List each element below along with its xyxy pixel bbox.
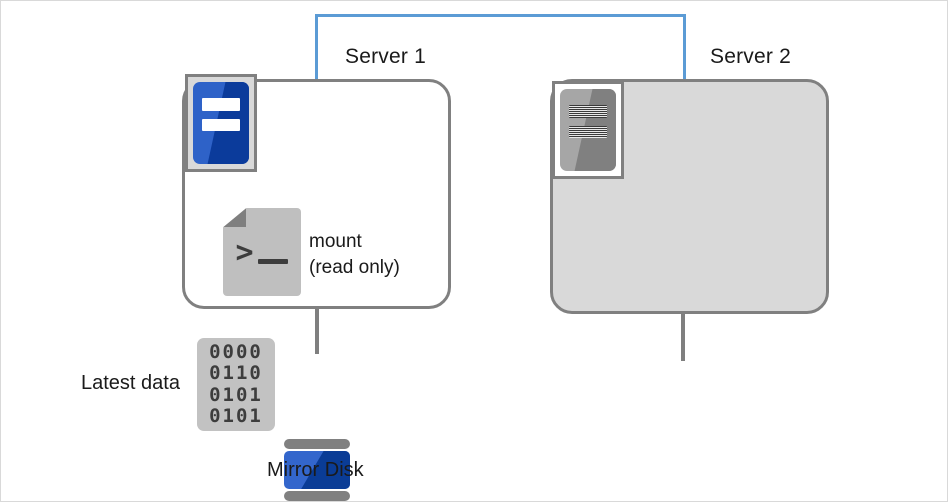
interconnect-link-top <box>315 14 686 17</box>
disk-cap-2 <box>284 491 350 501</box>
server-2-badge <box>552 81 624 179</box>
server-icon-disabled-bar-1 <box>568 105 608 118</box>
latest-data-block: 0000 0110 0101 0101 <box>197 338 275 431</box>
disk-cap-1 <box>284 439 350 449</box>
data-row: 0101 <box>209 404 263 427</box>
prompt-underscore <box>258 259 288 265</box>
server-2-title: Server 2 <box>710 45 791 68</box>
mount-label: mount (read only) <box>309 229 400 280</box>
server-1-disk-connector <box>315 309 319 354</box>
interconnect-link-right <box>683 14 686 81</box>
data-row: 0101 <box>209 383 263 406</box>
server-1-badge <box>185 74 257 172</box>
server-icon-disabled-bar-2 <box>568 125 608 139</box>
data-row: 0110 <box>209 362 263 385</box>
prompt-caret: > <box>235 234 254 270</box>
terminal-document-icon: > <box>223 208 301 296</box>
disk-slab-1 <box>284 451 350 489</box>
server-icon-bar-1 <box>201 98 241 111</box>
data-row: 0000 <box>209 340 263 363</box>
interconnect-link-left <box>315 14 318 81</box>
server-icon-bar-2 <box>201 118 241 132</box>
server-icon <box>193 82 249 164</box>
document-fold-corner <box>223 208 247 228</box>
server-icon-disabled <box>560 89 616 171</box>
latest-data-caption: Latest data <box>81 372 180 394</box>
server-2-box[interactable] <box>550 79 829 314</box>
server-1-title: Server 1 <box>345 45 426 68</box>
server-1-disk-stack[interactable] <box>284 439 350 501</box>
mount-label-line-2: (read only) <box>309 256 400 278</box>
mirror-disk-caption: Mirror Disk <box>267 459 364 481</box>
mount-label-line-1: mount <box>309 231 362 252</box>
server-2-disk-connector <box>681 314 685 361</box>
